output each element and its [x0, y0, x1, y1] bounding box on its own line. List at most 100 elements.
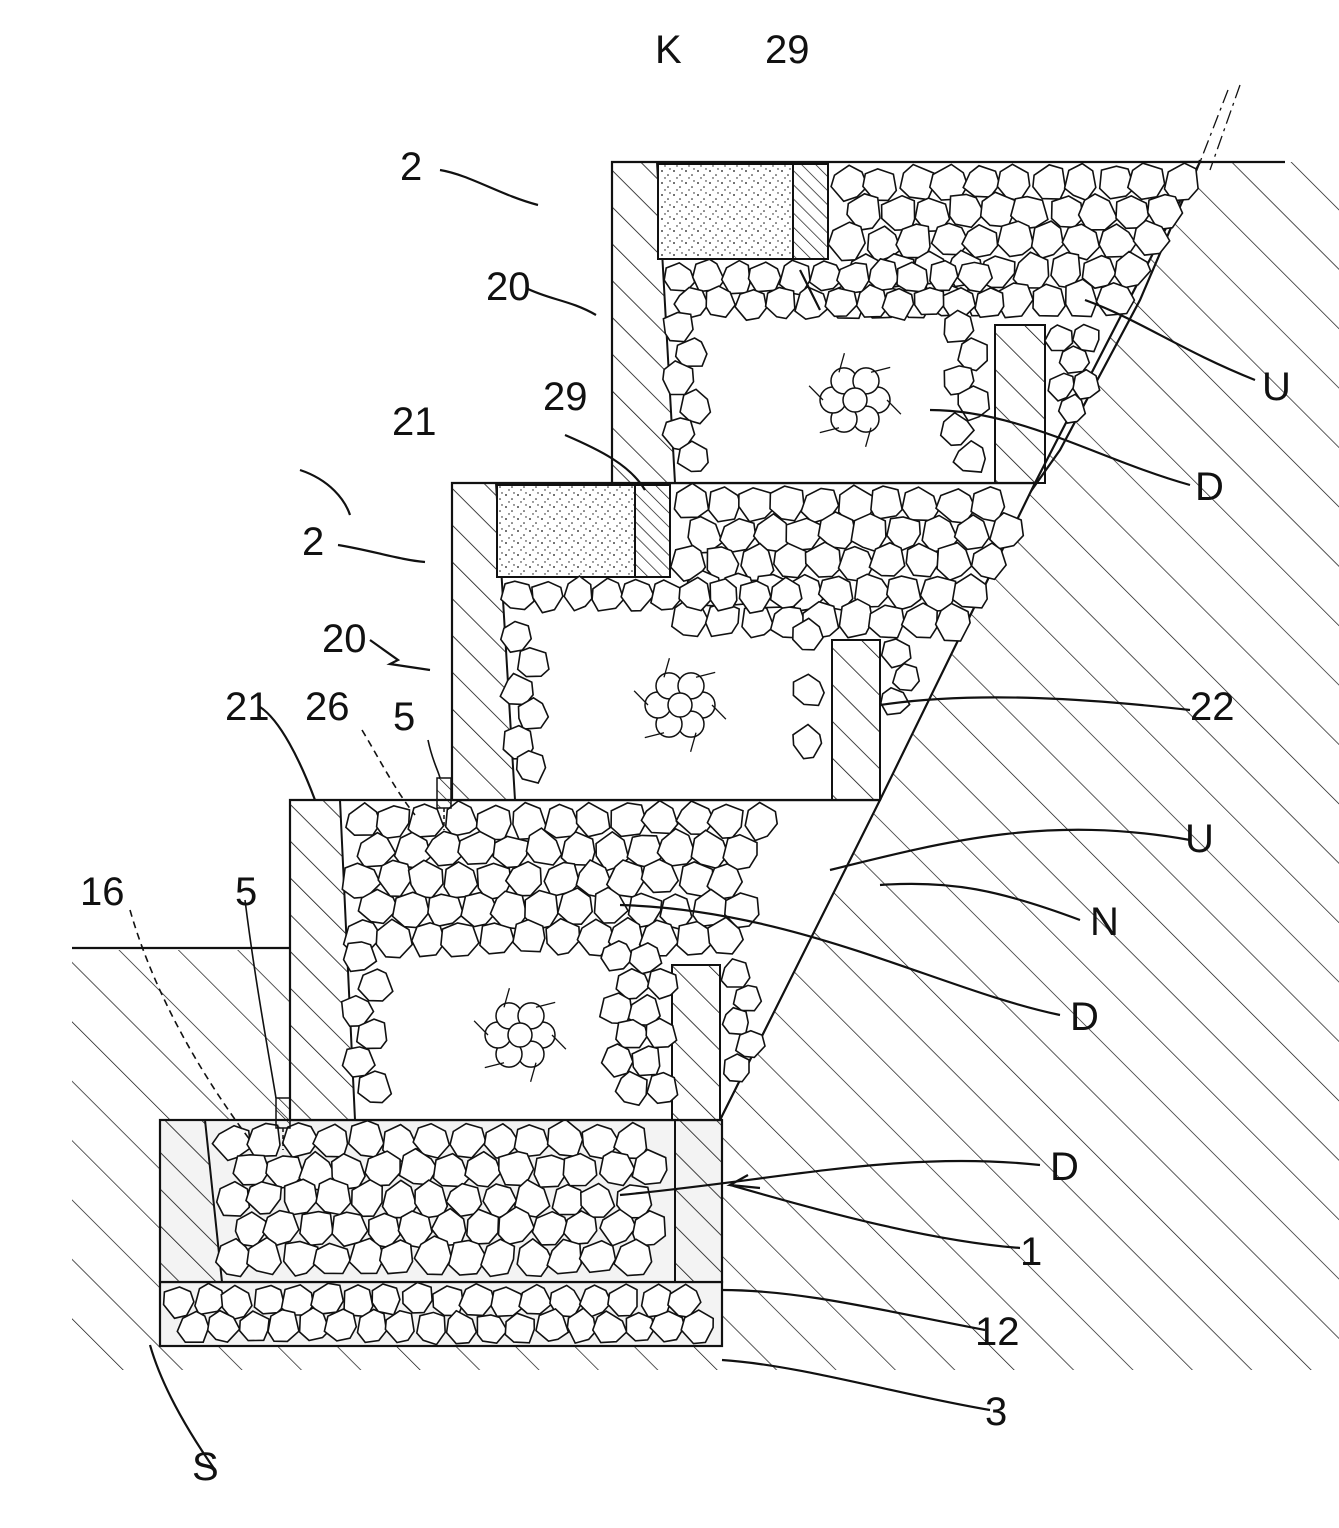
stone	[706, 916, 744, 955]
stone	[1126, 162, 1166, 201]
label-29-top: 29	[765, 28, 810, 72]
stone	[593, 886, 630, 924]
stone	[722, 833, 758, 872]
stone	[546, 1238, 583, 1275]
stone	[881, 287, 915, 322]
stone	[934, 602, 971, 642]
stone	[687, 515, 724, 554]
label-U-mid: U	[1185, 817, 1214, 861]
stone	[957, 337, 989, 372]
label-16: 16	[80, 870, 125, 914]
stone	[348, 1237, 385, 1275]
middle-block	[450, 481, 1037, 802]
label-D-top: D	[1195, 465, 1224, 509]
stone	[838, 598, 874, 639]
stone	[645, 1017, 678, 1049]
stone	[220, 1284, 253, 1321]
stone	[413, 1235, 453, 1276]
stone	[465, 1208, 500, 1245]
stone	[824, 287, 859, 318]
stone	[476, 1314, 509, 1345]
stone	[615, 1018, 649, 1049]
stone	[312, 1242, 351, 1275]
stone	[615, 967, 651, 1000]
stone	[862, 168, 898, 202]
stone	[720, 957, 751, 988]
stone-cluster	[633, 658, 727, 752]
stone	[357, 888, 400, 925]
stone-cluster	[808, 353, 902, 447]
stone	[1050, 195, 1084, 229]
stone	[497, 1205, 536, 1246]
stone	[384, 1309, 415, 1344]
stone	[662, 311, 694, 343]
stone	[515, 749, 547, 784]
stone	[449, 1122, 487, 1159]
stone	[855, 283, 889, 318]
stone-cluster	[473, 988, 567, 1082]
stone	[905, 542, 939, 578]
stone	[350, 1178, 384, 1218]
stone	[1009, 195, 1049, 230]
stone	[1077, 192, 1119, 231]
stone	[951, 573, 989, 609]
label-20-top: 20	[486, 265, 531, 309]
stone	[610, 802, 648, 838]
stone	[246, 1236, 283, 1276]
label-3: 3	[985, 1390, 1007, 1434]
label-21-mid: 21	[392, 400, 437, 444]
stone	[513, 1124, 550, 1158]
stone	[785, 517, 822, 552]
stone	[375, 805, 411, 840]
stone	[176, 1310, 210, 1343]
stone	[458, 1282, 496, 1317]
stone	[867, 257, 900, 292]
stone	[738, 580, 772, 614]
stone	[891, 662, 921, 692]
label-22: 22	[1190, 685, 1235, 729]
stone	[970, 542, 1007, 581]
stone	[674, 337, 708, 368]
stone	[410, 921, 447, 958]
stone	[732, 984, 763, 1012]
stone	[357, 968, 394, 1002]
stone	[206, 1309, 241, 1343]
foundation-stone-layer	[158, 1280, 724, 1348]
stone	[680, 1309, 715, 1345]
stone	[678, 576, 712, 612]
stone	[952, 439, 987, 473]
stone	[215, 1180, 251, 1217]
stone	[232, 1153, 271, 1186]
stone	[464, 1150, 502, 1188]
label-29-mid: 29	[543, 375, 588, 419]
stone	[676, 440, 709, 473]
stone	[734, 1029, 766, 1059]
stone	[791, 617, 824, 651]
stone	[613, 1238, 653, 1277]
stone	[792, 723, 823, 760]
stone	[342, 941, 378, 973]
stone	[355, 1018, 388, 1050]
stone	[504, 1312, 536, 1344]
stone	[556, 887, 594, 926]
stone	[996, 220, 1035, 258]
stone	[489, 890, 528, 930]
stone	[854, 573, 893, 609]
stone	[679, 388, 712, 425]
stone	[427, 893, 465, 928]
stone	[1047, 372, 1076, 402]
stone	[460, 891, 499, 928]
stone	[516, 1237, 554, 1278]
stone	[490, 1286, 525, 1318]
stone	[298, 1306, 331, 1342]
stone	[1030, 220, 1065, 260]
stone	[356, 831, 397, 868]
leader-lines	[129, 168, 1256, 1471]
stone	[1032, 283, 1067, 317]
stone	[817, 511, 858, 550]
stone	[673, 482, 710, 519]
base-block	[158, 1118, 724, 1284]
label-U-top: U	[1262, 365, 1291, 409]
stone	[631, 1045, 661, 1077]
